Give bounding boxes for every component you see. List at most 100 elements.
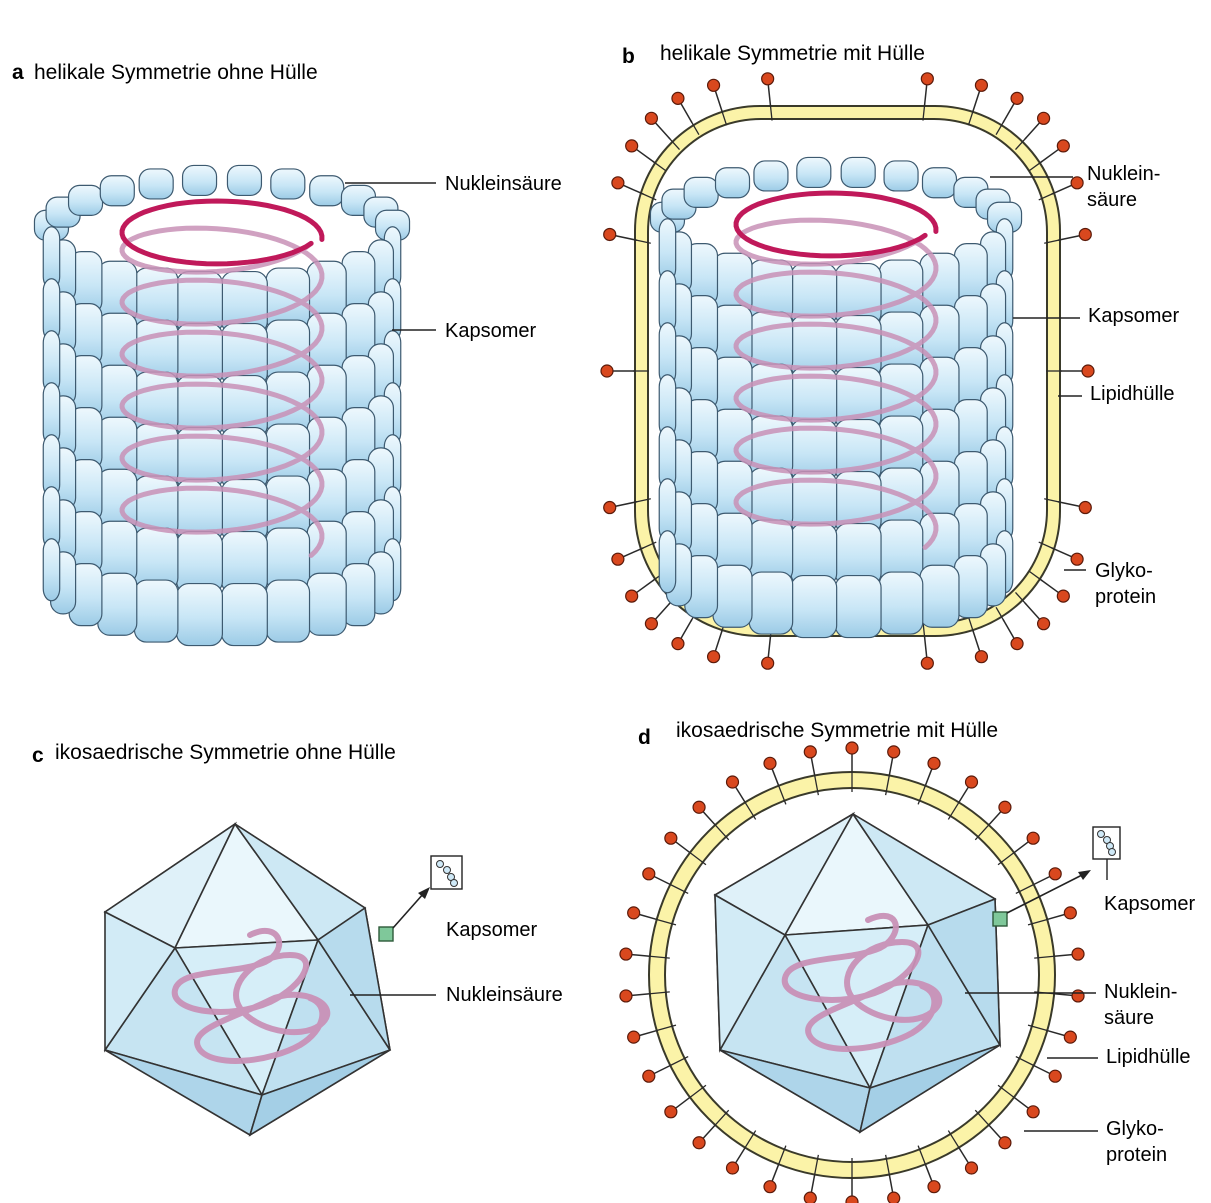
glycoprotein xyxy=(645,618,657,630)
panel-d-title: ikosaedrische Symmetrie mit Hülle xyxy=(676,719,998,742)
glycoprotein-stalk xyxy=(811,758,814,776)
capsomer xyxy=(227,165,261,195)
glycoprotein-label-line1: Glyko- xyxy=(1106,1118,1164,1140)
capsomer xyxy=(222,584,268,646)
helical-capsid xyxy=(34,165,409,645)
capsomer xyxy=(835,576,881,638)
glycoprotein xyxy=(999,801,1011,813)
capsomer xyxy=(342,564,375,626)
glycoprotein-label-line2: protein xyxy=(1106,1144,1167,1166)
glycoprotein xyxy=(643,1070,655,1082)
glycoprotein-stalk xyxy=(768,635,770,657)
lipid-label: Lipidhülle xyxy=(1090,383,1175,405)
glycoprotein xyxy=(999,1137,1011,1149)
glycoprotein xyxy=(620,948,632,960)
glycoprotein xyxy=(1049,868,1061,880)
glycoprotein xyxy=(1071,177,1083,189)
glycoprotein-stalk xyxy=(924,85,926,107)
glycoprotein xyxy=(645,112,657,124)
glycoprotein xyxy=(1057,140,1069,152)
capsomer xyxy=(177,584,223,646)
nucleic-acid-label-line1: Nuklein- xyxy=(1087,163,1160,185)
glycoprotein-stalk xyxy=(623,548,643,557)
glycoprotein xyxy=(975,651,987,663)
capsomer xyxy=(266,580,309,642)
capsomer xyxy=(749,572,792,634)
glycoprotein-stalk xyxy=(637,149,655,162)
glycoprotein-stalk xyxy=(655,123,670,139)
glycoprotein xyxy=(966,1162,978,1174)
glycoprotein-stalk xyxy=(1041,580,1059,593)
panel-d-letter: d xyxy=(638,726,651,749)
glycoprotein-stalk xyxy=(1047,915,1064,920)
panel-c-letter: c xyxy=(32,744,44,767)
glycoprotein xyxy=(612,177,624,189)
glycoprotein xyxy=(726,1162,738,1174)
glycoprotein-stalk xyxy=(924,635,926,657)
glycoprotein xyxy=(804,1192,816,1203)
glycoprotein-stalk xyxy=(973,630,980,651)
nucleic-acid-label-line2: säure xyxy=(1104,1007,1154,1029)
glycoprotein-stalk xyxy=(639,915,656,920)
glycoprotein-stalk xyxy=(632,955,650,957)
glycoprotein xyxy=(764,757,776,769)
glycoprotein xyxy=(1057,590,1069,602)
glycoprotein-stalk xyxy=(715,630,722,651)
glycoprotein-stalk xyxy=(1054,955,1072,957)
glycoprotein xyxy=(921,73,933,85)
glycoprotein-stalk xyxy=(1025,603,1040,619)
glycoprotein-stalk xyxy=(676,1097,690,1108)
glycoprotein-stalk xyxy=(715,91,722,112)
panel-b: b helikale Symmetrie mit Hülle Nuklein- … xyxy=(601,42,1179,669)
capsomer xyxy=(69,185,103,215)
capsomer xyxy=(791,576,837,638)
glycoprotein xyxy=(762,73,774,85)
glycoprotein xyxy=(601,365,613,377)
glycoprotein-stalk xyxy=(616,236,638,241)
glycoprotein xyxy=(643,868,655,880)
glycoprotein-stalk xyxy=(959,787,968,802)
glycoprotein xyxy=(665,1106,677,1118)
glycoprotein xyxy=(1027,1106,1039,1118)
glycoprotein xyxy=(975,79,987,91)
glycoprotein-stalk xyxy=(681,104,692,123)
glycoprotein xyxy=(612,553,624,565)
glycoprotein xyxy=(1079,502,1091,514)
capsomer-detail-icon xyxy=(1093,827,1120,859)
glycoprotein xyxy=(1079,228,1091,240)
glycoprotein-stalk xyxy=(1058,502,1080,507)
glycoprotein xyxy=(708,79,720,91)
glycoprotein xyxy=(928,1181,940,1193)
capsomer xyxy=(754,161,788,191)
glycoprotein-stalk xyxy=(1014,1097,1028,1108)
glycoprotein xyxy=(966,776,978,788)
glycoprotein xyxy=(1011,92,1023,104)
panel-b-title: helikale Symmetrie mit Hülle xyxy=(660,42,925,65)
capsomer xyxy=(879,572,922,634)
glycoprotein xyxy=(672,638,684,650)
glycoprotein-stalk xyxy=(639,1031,656,1036)
glycoprotein xyxy=(1082,365,1094,377)
capsomer xyxy=(684,177,718,207)
nucleic-acid-label: Nukleinsäure xyxy=(445,173,562,195)
capsomer-pointer xyxy=(393,893,424,928)
glycoprotein-stalk xyxy=(811,1175,814,1193)
glycoprotein-stalk xyxy=(1052,185,1072,194)
panel-a-title: helikale Symmetrie ohne Hülle xyxy=(34,61,318,84)
glycoprotein-stalk xyxy=(772,1164,779,1181)
glycoprotein xyxy=(1071,553,1083,565)
capsomer xyxy=(659,531,675,593)
icosahedral-capsid xyxy=(105,824,390,1135)
glycoprotein xyxy=(693,1137,705,1149)
glycoprotein-stalk xyxy=(1034,876,1050,884)
glycoprotein-stalk xyxy=(1003,619,1014,638)
panel-b-letter: b xyxy=(622,45,635,68)
glycoprotein-stalk xyxy=(632,994,650,996)
capsomer-label: Kapsomer xyxy=(1088,305,1179,327)
panel-d: d ikosaedrische Symmetrie mit Hülle xyxy=(620,719,1196,1203)
glycoprotein-stalk xyxy=(989,812,1001,825)
glycoprotein-stalk xyxy=(1047,1031,1064,1036)
glycoprotein xyxy=(846,1196,858,1203)
capsomer xyxy=(310,176,344,206)
